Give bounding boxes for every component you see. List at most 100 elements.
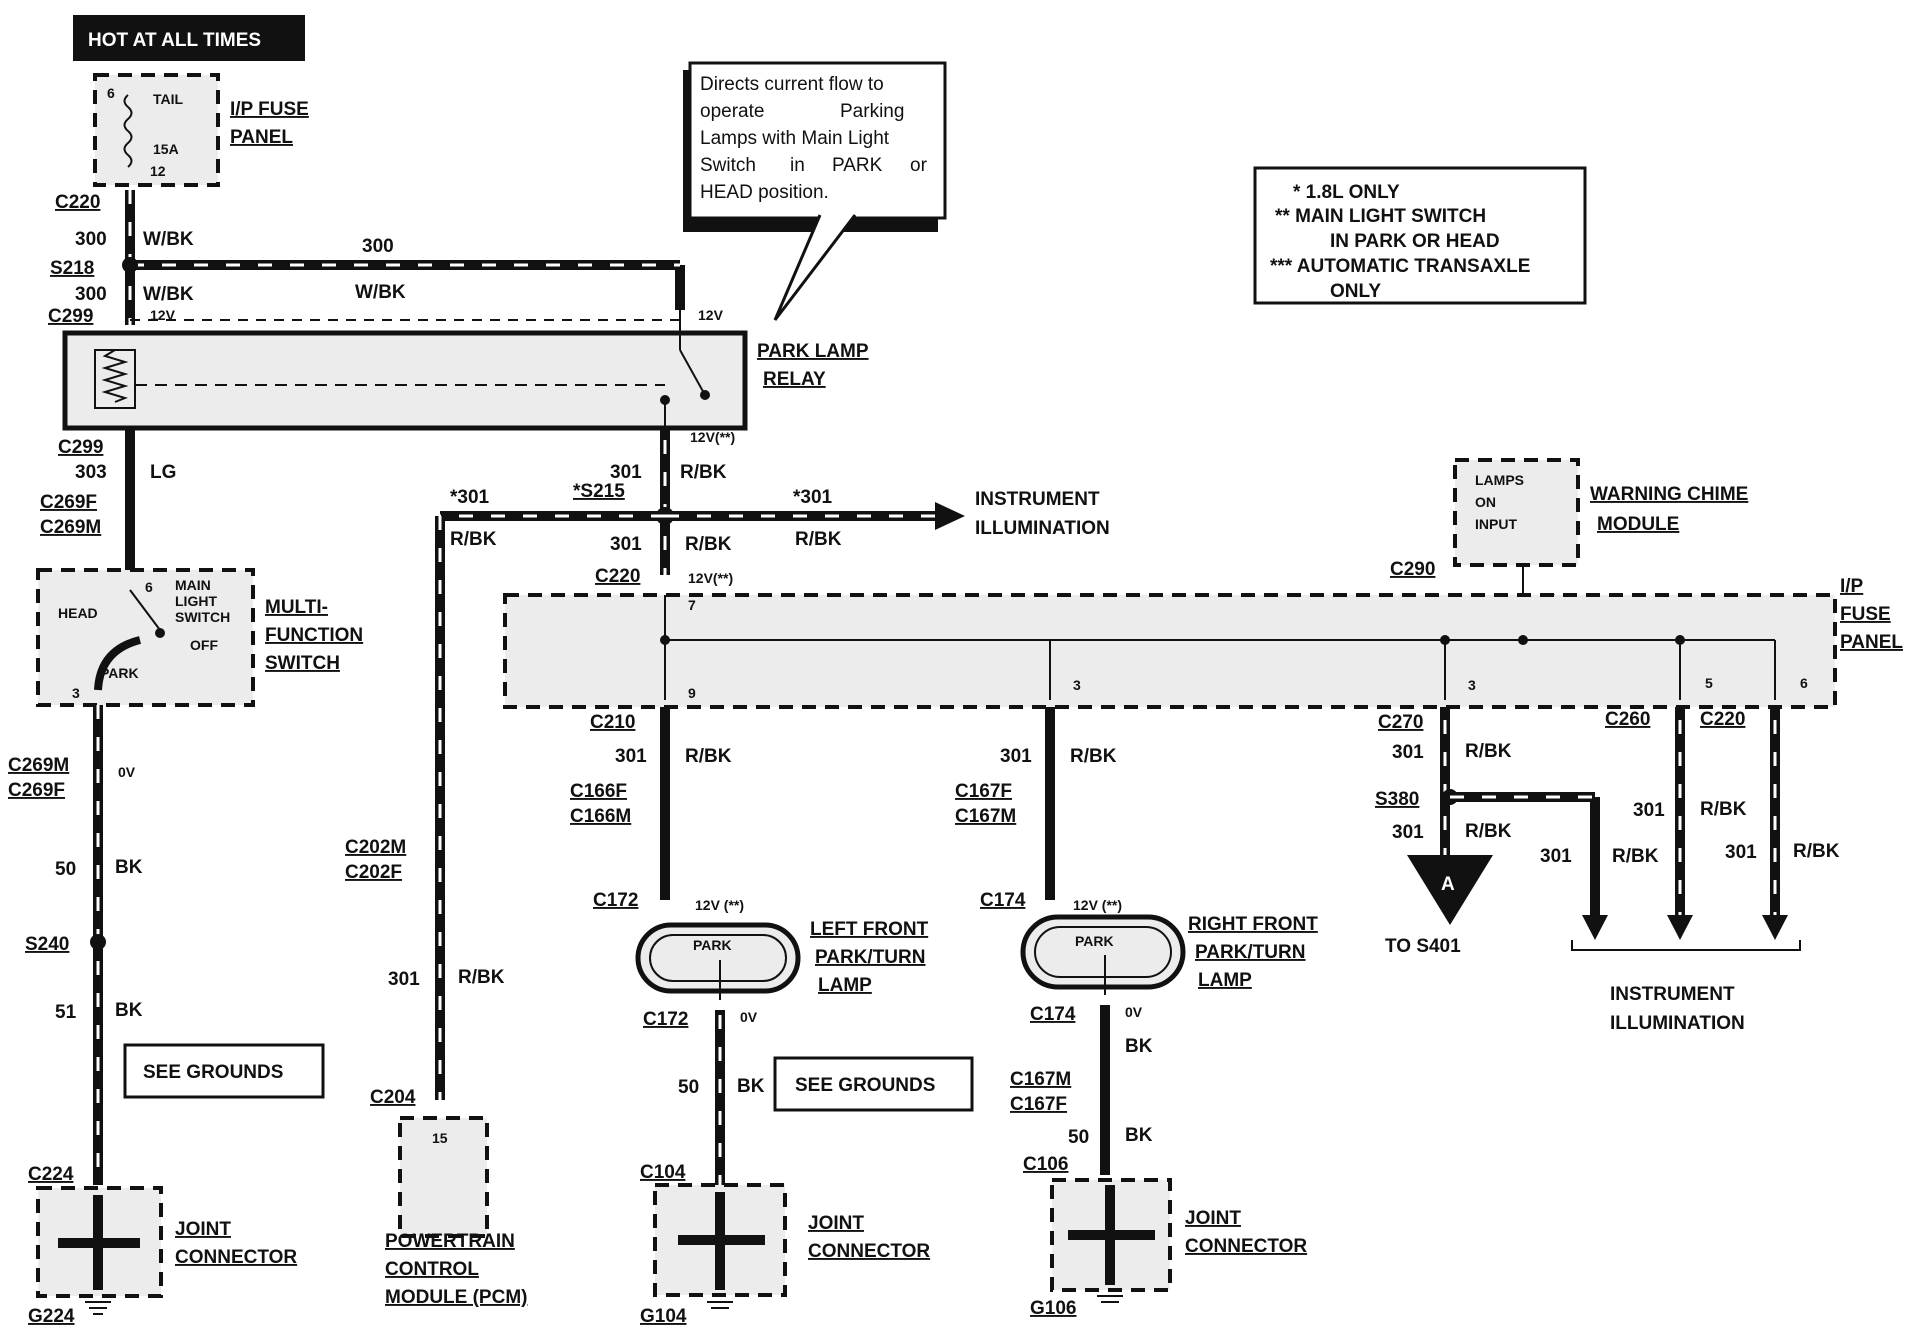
callout-text-3: Lamps with Main Light	[700, 128, 890, 149]
chime-input-label-3: INPUT	[1475, 516, 1517, 532]
wire-number-50-b: 50	[678, 1077, 699, 1098]
callout-text-4a: Switch	[700, 155, 756, 176]
splice-s218	[122, 257, 138, 273]
legend-line-5: ONLY	[1330, 281, 1381, 302]
connector-c174-top: C174	[980, 890, 1026, 911]
voltage-12v-right-lamp: 12V (**)	[1073, 897, 1122, 913]
wire-number-300-b: 300	[75, 284, 107, 305]
wire-color-rbk-h: R/BK	[1612, 846, 1659, 867]
wire-color-rbk-b: R/BK	[458, 967, 505, 988]
callout-text-2b: Parking	[840, 101, 904, 122]
splice-s240	[90, 934, 106, 950]
wire-color-bk-c: BK	[737, 1076, 765, 1097]
hot-at-all-times-label: HOT AT ALL TIMES	[88, 30, 261, 51]
wire-number-301-c: 301	[610, 534, 642, 555]
voltage-0v-right: 0V	[1125, 1004, 1143, 1020]
wire-301-rbk-s380-branch	[1450, 792, 1608, 940]
splice-s380-label: S380	[1375, 789, 1419, 810]
connector-c270: C270	[1378, 712, 1423, 733]
joint-connector-title-2: JOINT	[808, 1213, 864, 1234]
wire-301-rbk-pcm	[435, 511, 665, 1100]
fuse-pin-3-b: 3	[1468, 677, 1476, 693]
wire-number-301-a: 301	[610, 462, 642, 483]
wire-301-rbk-instrument	[665, 502, 965, 530]
connector-c172-bottom: C172	[643, 1009, 688, 1030]
pcm-title-2: CONTROL	[385, 1259, 479, 1280]
fuse-symbol	[123, 94, 133, 168]
connector-c202m: C202M	[345, 837, 406, 858]
connector-c269m-top: C269M	[40, 517, 101, 538]
pcm-pin-15: 15	[432, 1130, 448, 1146]
connector-c167f-bottom: C167F	[1010, 1094, 1067, 1115]
wire-number-301-e: 301	[1000, 746, 1032, 767]
callout-text-2a: operate	[700, 101, 764, 122]
wire-color-wbk-a: W/BK	[143, 229, 194, 250]
joint-connector-title-3: JOINT	[1185, 1208, 1241, 1229]
relay-contact-arm	[679, 349, 706, 396]
wire-color-rbk-i: R/BK	[1700, 799, 1747, 820]
connector-c172-top: C172	[593, 890, 638, 911]
wire-number-301-f: 301	[1392, 742, 1424, 763]
wire-number-301-j: 301	[1725, 842, 1757, 863]
connector-c166f: C166F	[570, 781, 627, 802]
switch-off-contact	[155, 628, 165, 638]
switch-off-label: OFF	[190, 637, 218, 653]
callout-text-5: HEAD position.	[700, 182, 829, 203]
switch-main-label-2: LIGHT	[175, 593, 217, 609]
connector-c220-right: C220	[1700, 709, 1745, 730]
right-lamp-inner	[1034, 926, 1172, 978]
connector-c220-top: C220	[55, 192, 100, 213]
callout-pointer	[773, 214, 857, 321]
fuse-pin-7: 7	[688, 597, 696, 613]
wire-color-rbk-f: R/BK	[1465, 741, 1512, 762]
right-lamp-title-2: PARK/TURN	[1195, 942, 1305, 963]
connector-c269f-top: C269F	[40, 492, 97, 513]
ip-fuse-panel-right-box	[503, 593, 1837, 709]
ground-g104-label: G104	[640, 1306, 687, 1327]
ip-fuse-panel-right-title-3: PANEL	[1840, 632, 1903, 653]
connector-c299-top: C299	[48, 306, 93, 327]
voltage-12v-b: 12V	[698, 307, 724, 323]
park-lamp-relay-title: PARK LAMP	[757, 341, 869, 362]
legend-box	[1253, 166, 1587, 305]
legend-line-3: IN PARK OR HEAD	[1330, 231, 1500, 252]
fuse-pin-12: 12	[150, 163, 166, 179]
fuse-rating-label: 15A	[153, 141, 179, 157]
wire-color-rbk-a: R/BK	[680, 462, 727, 483]
right-lamp-park-label: PARK	[1075, 933, 1114, 949]
wire-number-303: 303	[75, 462, 107, 483]
switch-blade	[129, 589, 161, 631]
joint-connector-title-3b: CONNECTOR	[1185, 1236, 1307, 1257]
wire-301-rbk-c260	[1667, 707, 1693, 940]
joint-connector-title-2b: CONNECTOR	[808, 1241, 930, 1262]
instrument-illumination-top-2: ILLUMINATION	[975, 518, 1110, 539]
legend-line-2: ** MAIN LIGHT SWITCH	[1275, 206, 1486, 227]
wire-color-rbk-c: R/BK	[685, 534, 732, 555]
ip-fuse-panel-title-2: PANEL	[230, 127, 293, 148]
multifunction-switch-title-1: MULTI-	[265, 597, 328, 618]
park-lamp-relay-title-2: RELAY	[763, 369, 826, 390]
legend-line-1: * 1.8L ONLY	[1293, 182, 1400, 203]
wire-number-301-h: 301	[1540, 846, 1572, 867]
switch-main-label-3: SWITCH	[175, 609, 230, 625]
ip-fuse-panel-title: I/P FUSE	[230, 99, 309, 120]
multifunction-switch-title-3: SWITCH	[265, 653, 340, 674]
wire-number-50-c: 50	[1068, 1127, 1089, 1148]
connector-c210: C210	[590, 712, 635, 733]
wire-color-lg: LG	[150, 462, 176, 483]
fuse-pin-6: 6	[107, 85, 115, 101]
connector-c166m: C166M	[570, 806, 631, 827]
instrument-illumination-bracket	[1571, 940, 1801, 951]
wire-color-rbk-instr: R/BK	[795, 529, 842, 550]
legend-line-4: *** AUTOMATIC TRANSAXLE	[1270, 256, 1530, 277]
connector-a-label: A	[1441, 874, 1455, 895]
connector-c220-mid: C220	[595, 566, 640, 587]
voltage-0v-left: 0V	[740, 1009, 758, 1025]
connector-c299-bottom: C299	[58, 437, 103, 458]
splice-s240-label: S240	[25, 934, 69, 955]
connector-c202f: C202F	[345, 862, 402, 883]
callout-text-4c: PARK	[832, 155, 883, 176]
wire-number-50-a: 50	[55, 859, 76, 880]
connector-c269f-bottom: C269F	[8, 780, 65, 801]
